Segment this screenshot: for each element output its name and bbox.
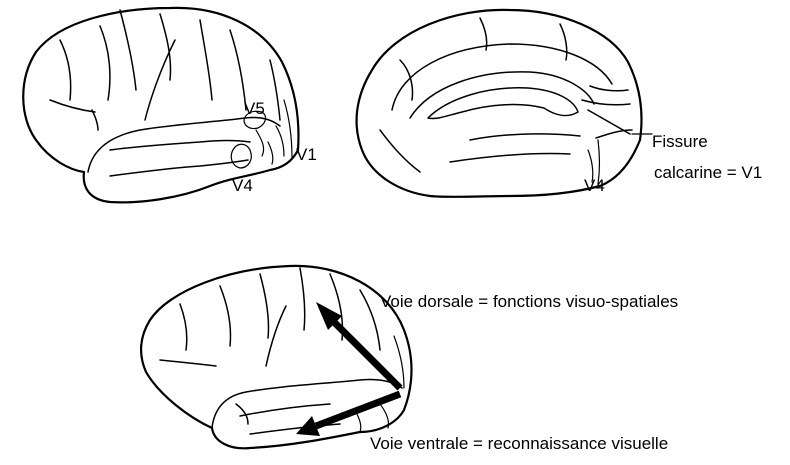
- ventral-pathway-arrow: [296, 394, 400, 436]
- corpus-callosum-outer: [410, 72, 594, 118]
- v4-area-outline: [231, 144, 251, 168]
- lateral-brain-view: V5 V1 V4: [23, 8, 317, 203]
- medial-brain-view: Fissure calcarine = V1 V4: [357, 10, 763, 197]
- label-v4-medial: V4: [584, 176, 605, 195]
- corpus-callosum-inner: [428, 88, 578, 119]
- calcarine-fissure: [588, 110, 632, 138]
- label-dorsal-pathway: Voie dorsale = fonctions visuo-spatiales: [380, 292, 678, 311]
- lateral-sulci: [50, 10, 280, 176]
- label-ventral-pathway: Voie ventrale = reconnaissance visuelle: [370, 434, 668, 453]
- pathways-brain-view: Voie dorsale = fonctions visuo-spatiales…: [141, 266, 678, 453]
- dorsal-pathway-arrow: [316, 302, 400, 388]
- label-fissure-line1: Fissure: [652, 132, 708, 151]
- label-v5: V5: [244, 99, 265, 118]
- label-fissure-line2: calcarine = V1: [654, 163, 762, 182]
- medial-sulci: [380, 18, 630, 172]
- label-v4-lateral: V4: [232, 176, 253, 195]
- lateral-temporal-boundary: [88, 117, 280, 172]
- label-v1: V1: [296, 145, 317, 164]
- v5-v1-connector: [256, 130, 264, 156]
- pathways-sulci: [160, 268, 380, 434]
- v1-area-lines: [268, 100, 292, 164]
